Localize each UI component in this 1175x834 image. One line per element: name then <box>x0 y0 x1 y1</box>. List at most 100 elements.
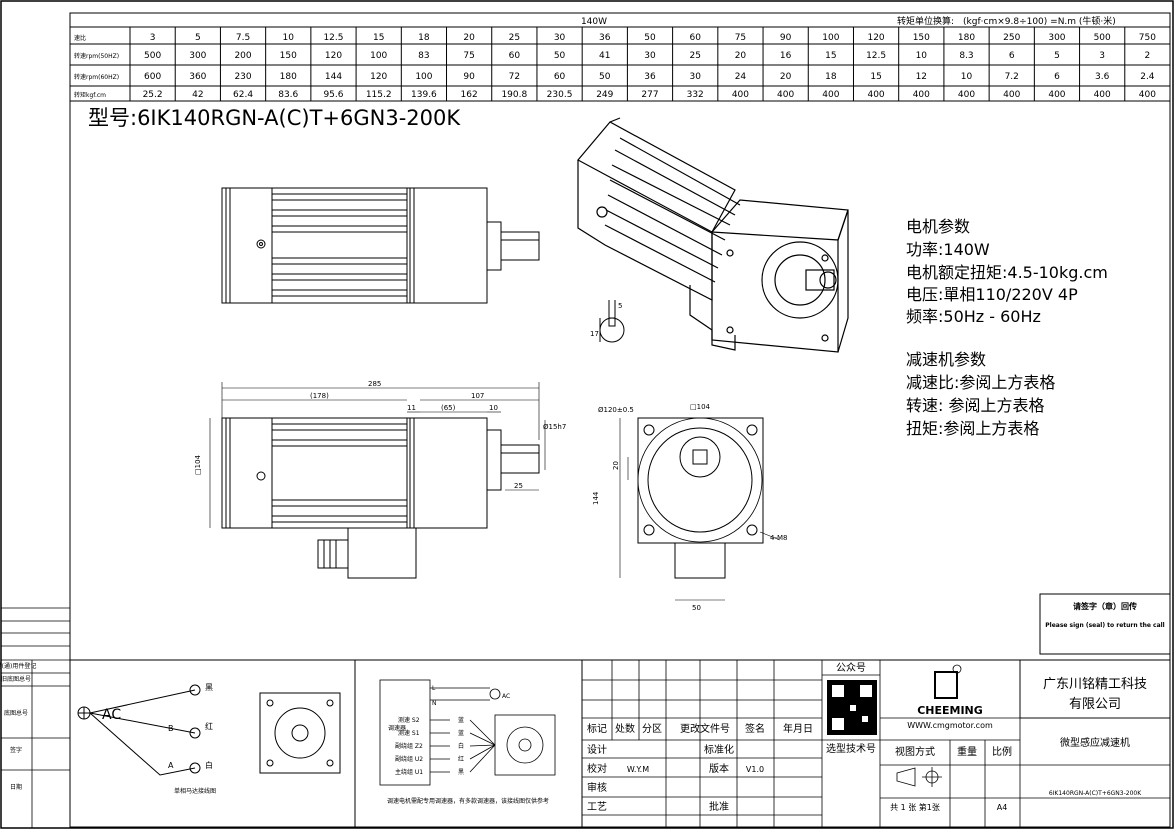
dim-gap: 11 <box>407 404 416 412</box>
cell-torque: 83.6 <box>278 90 298 100</box>
cell-rpm50: 41 <box>599 51 610 61</box>
cell-ratio: 12.5 <box>323 33 343 43</box>
wiring-terminal-white: 白 <box>205 760 213 770</box>
tb-view-label: 视图方式 <box>895 745 935 758</box>
cell-ratio: 36 <box>599 33 611 43</box>
motor-params: 电机参数 功率:140W 电机额定扭矩:4.5-10kg.cm 电压:單相110… <box>906 217 1108 326</box>
dim-shaft-dia: Ø15h7 <box>543 423 566 431</box>
tb-version: V1.0 <box>746 765 764 774</box>
left-strip-date: 日期 <box>10 783 22 791</box>
cell-torque: 42 <box>192 90 203 100</box>
cell-torque: 190.8 <box>501 90 527 100</box>
projection-symbol <box>896 767 916 787</box>
cell-ratio: 750 <box>1139 33 1156 43</box>
left-strip-old-base: 旧底图总号 <box>1 675 31 683</box>
dim-gear-square: □104 <box>690 403 711 411</box>
tb-version-label: 版本 <box>709 762 729 775</box>
dim-gear-length: 107 <box>471 392 484 400</box>
rev-header-count: 处数 <box>615 722 635 735</box>
speed-control-wiring: L N AC 调速器 测速 S2 测速 S1 副绕组 Z2 副绕组 U2 主绕组… <box>379 679 556 805</box>
cell-ratio: 250 <box>1003 33 1020 43</box>
cell-rpm50: 60 <box>509 51 521 61</box>
cell-rpm60: 120 <box>370 72 387 82</box>
rev-header-mark: 标记 <box>587 723 607 735</box>
cell-rpm60: 50 <box>599 72 611 82</box>
speed-color-4: 红 <box>458 755 464 763</box>
dim-box-width: 50 <box>692 604 701 612</box>
cell-torque: 400 <box>1094 90 1111 100</box>
cell-torque: 162 <box>461 90 478 100</box>
dim-shaft-length: 25 <box>514 482 523 490</box>
cell-ratio: 300 <box>1048 33 1065 43</box>
speed-caption: 调速电机需配专用调速器，有多款调速器，该接线图仅供参考 <box>387 797 549 805</box>
cell-rpm60: 12 <box>916 72 927 82</box>
speed-ac-label: AC <box>502 693 510 700</box>
speed-row-u2: 副绕组 U2 <box>395 755 423 763</box>
tb-review: 审核 <box>587 781 607 794</box>
cell-ratio: 90 <box>780 33 792 43</box>
wiring-letter-a: A <box>168 761 174 770</box>
dim-mid: (65) <box>441 404 456 412</box>
dim-pcd: Ø120±0.5 <box>598 406 634 414</box>
row-label-rpm50: 转速rpm(50HZ) <box>74 52 119 60</box>
cell-torque: 400 <box>1003 90 1020 100</box>
tb-paper: A4 <box>997 803 1008 812</box>
speed-color-3: 白 <box>458 742 464 750</box>
title-block: 标记 处数 分区 更改文件号 签名 年月日 设计 标准化 校对 W.Y.M 版本… <box>582 659 1171 828</box>
cell-rpm60: 230 <box>234 72 251 82</box>
cell-rpm50: 75 <box>463 51 474 61</box>
tb-weight-label: 重量 <box>957 745 977 758</box>
speed-color-1: 蓝 <box>458 716 464 724</box>
cell-ratio: 15 <box>373 33 384 43</box>
cell-rpm60: 60 <box>554 72 566 82</box>
cell-rpm60: 360 <box>189 72 206 82</box>
cell-torque: 400 <box>822 90 839 100</box>
tb-company-line1: 广东川铭精工科技 <box>1043 677 1147 692</box>
reducer-params-heading: 减速机参数 <box>906 350 986 369</box>
dim-offset: 20 <box>612 461 620 470</box>
brand-logo <box>934 671 958 699</box>
dim-total-length: 285 <box>368 380 381 388</box>
cell-rpm50: 83 <box>418 51 429 61</box>
cell-ratio: 180 <box>958 33 975 43</box>
cell-ratio: 500 <box>1094 33 1111 43</box>
tb-public-label: 公众号 <box>836 662 866 674</box>
cell-ratio: 18 <box>418 33 430 43</box>
motor-param-voltage: 电压:單相110/220V 4P <box>906 285 1078 304</box>
motor-param-frequency: 频率:50Hz - 60Hz <box>906 307 1041 326</box>
cell-ratio: 20 <box>463 33 475 43</box>
return-note-box: 请签字（章）回传 Please sign (seal) to return th… <box>1039 593 1171 655</box>
cell-rpm60: 7.2 <box>1005 72 1019 82</box>
cell-ratio: 7.5 <box>236 33 250 43</box>
tb-design: 设计 <box>587 743 607 756</box>
reducer-param-ratio: 减速比:参阅上方表格 <box>906 373 1055 392</box>
motor-param-power: 功率:140W <box>906 240 990 259</box>
left-strip-sign: 签字 <box>10 746 22 754</box>
cell-rpm60: 144 <box>325 72 342 82</box>
speed-label-n: N <box>432 700 437 707</box>
cell-rpm50: 50 <box>554 51 566 61</box>
cell-rpm60: 3.6 <box>1095 72 1110 82</box>
cell-rpm60: 600 <box>144 72 161 82</box>
cell-rpm50: 25 <box>689 51 700 61</box>
cell-torque: 400 <box>913 90 930 100</box>
rev-header-sign: 签名 <box>745 722 765 735</box>
tb-scale-label: 比例 <box>992 745 1012 758</box>
tb-process: 工艺 <box>587 801 607 813</box>
cell-rpm50: 20 <box>735 51 747 61</box>
cell-torque: 139.6 <box>411 90 437 100</box>
wiring-terminal-black: 黑 <box>205 683 213 692</box>
cell-ratio: 120 <box>867 33 884 43</box>
motor-isometric-view <box>577 117 849 353</box>
table-title: 140W <box>581 17 607 27</box>
tb-check: 校对 <box>587 762 607 775</box>
rev-header-date: 年月日 <box>783 722 813 735</box>
rev-header-zone: 分区 <box>642 723 662 735</box>
shaft-key-section: 5 17 <box>590 300 625 343</box>
cell-rpm60: 30 <box>689 72 701 82</box>
cell-torque: 332 <box>687 90 704 100</box>
cell-rpm60: 180 <box>280 72 297 82</box>
tb-approve: 批准 <box>709 800 729 813</box>
tb-drawing-no: 6IK140RGN-A(C)T+6GN3-200K <box>1049 790 1142 797</box>
